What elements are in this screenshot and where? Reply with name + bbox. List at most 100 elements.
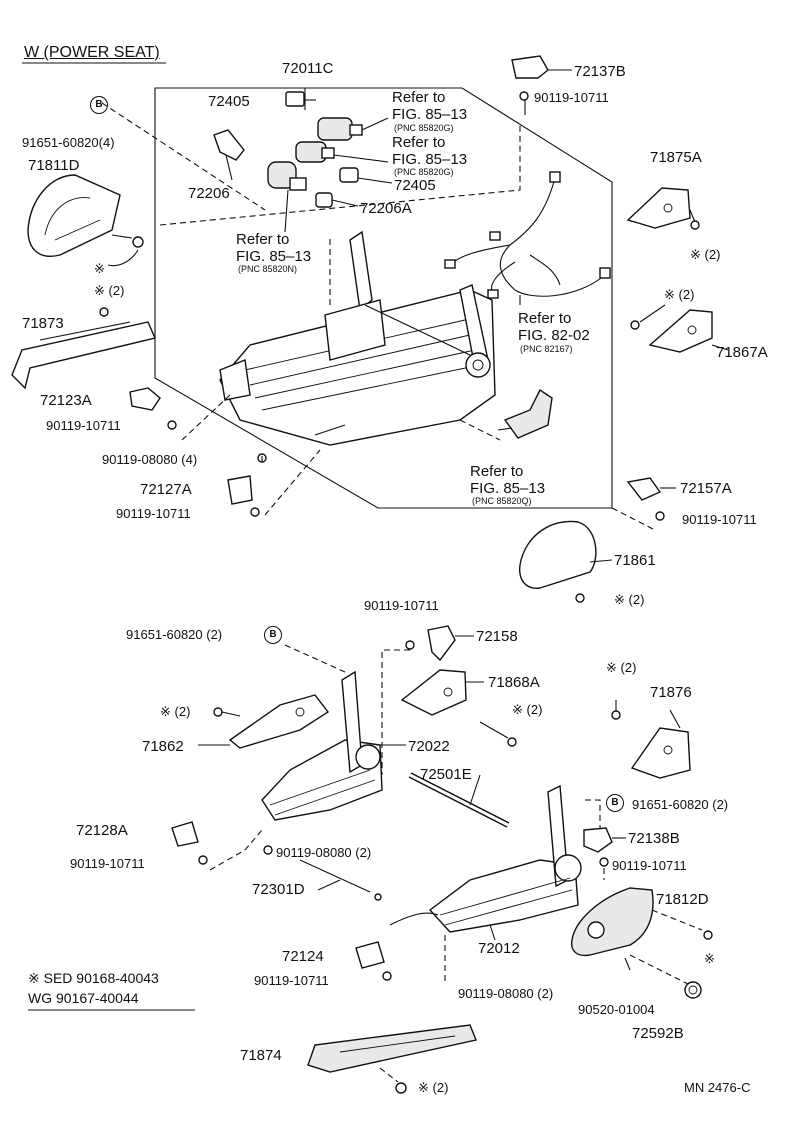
part-90119-10711-a: 90119-10711	[534, 90, 609, 105]
part-71812d: 71812D	[656, 891, 709, 908]
refer-line-1b: Refer to	[392, 134, 446, 151]
rail-cover-71873	[11, 307, 156, 390]
refer-fig-3: FIG. 82-02	[518, 327, 590, 344]
refer-line-2: Refer to	[236, 231, 290, 248]
qty-71867a-bolt: ※ (2)	[664, 287, 695, 302]
qty-71874-bolt: ※ (2)	[418, 1080, 449, 1095]
part-71811d: 71811D	[28, 157, 80, 174]
qty-71861: ※ (2)	[614, 592, 645, 607]
qty-71862-bolt: ※ (2)	[160, 704, 191, 719]
part-72123a: 72123A	[40, 392, 92, 409]
qty-71876-bolt: ※ (2)	[606, 660, 637, 675]
cover-71862	[198, 694, 330, 749]
part-90119-10711-b: 90119-10711	[46, 418, 121, 433]
qty-71868a-bolt: ※ (2)	[512, 702, 543, 717]
qty-71875a: ※ (2)	[690, 247, 721, 262]
rail-cover-71874	[307, 1024, 477, 1094]
refer-pnc-2: (PNC 85820N)	[238, 264, 298, 274]
small-cover-72127a	[227, 453, 267, 517]
part-72137b: 72137B	[574, 63, 626, 80]
bracket-72138b	[583, 827, 626, 880]
cover-71867a	[630, 304, 729, 353]
bolt-upper	[519, 91, 529, 101]
part-71873: 71873	[22, 315, 64, 332]
part-90119-08080-b: 90119-08080 (2)	[276, 845, 372, 860]
part-71861: 71861	[614, 552, 656, 569]
bracket-72157a	[626, 477, 676, 521]
figure-code: MN 2476-C	[684, 1080, 751, 1095]
part-90520-01004: 90520-01004	[578, 1002, 655, 1017]
part-72128a: 72128A	[76, 822, 128, 839]
part-72157a: 72157A	[680, 480, 732, 497]
part-72405-b: 72405	[394, 177, 436, 194]
motor-right	[497, 388, 553, 439]
refer-line-4: Refer to	[470, 463, 524, 480]
part-72405-a: 72405	[208, 93, 250, 110]
part-71862: 71862	[142, 738, 184, 755]
small-cover-72123a	[129, 387, 177, 430]
part-72501e: 72501E	[420, 766, 472, 783]
part-90119-10711-e: 90119-10711	[364, 598, 439, 613]
part-72206a: 72206A	[360, 200, 412, 217]
part-72158: 72158	[476, 628, 518, 645]
part-72301d: 72301D	[252, 881, 305, 898]
callout-b-1: B	[90, 96, 108, 114]
refer-pnc-1a: (PNC 85820G)	[394, 123, 454, 133]
refer-pnc-1b: (PNC 85820G)	[394, 167, 454, 177]
part-90119-08080-a: 90119-08080 (4)	[102, 452, 198, 467]
cover-71868a	[400, 669, 517, 747]
part-91651-60820-b: 91651-60820 (2)	[126, 627, 223, 642]
part-71867a: 71867A	[716, 344, 768, 361]
leader-lines-top	[225, 69, 572, 233]
refer-fig-2: FIG. 85–13	[236, 248, 312, 265]
part-90119-10711-h: 90119-10711	[254, 973, 329, 988]
part-72022: 72022	[408, 738, 450, 755]
small-cover-72128a	[171, 821, 273, 871]
part-91651-60820-a: 91651-60820(4)	[22, 135, 115, 150]
dashed-links-upper	[101, 102, 656, 531]
lower-frame-72022	[261, 644, 406, 821]
refer-line-3: Refer to	[518, 310, 572, 327]
part-72138b: 72138B	[628, 830, 680, 847]
star-71811d: ※	[94, 261, 105, 276]
callout-b-2: B	[264, 626, 282, 644]
part-90119-10711-g: 90119-10711	[612, 858, 687, 873]
refer-fig-1b: FIG. 85–13	[392, 151, 468, 168]
cover-71812d	[571, 887, 713, 999]
refer-pnc-3: (PNC 82167)	[520, 344, 573, 354]
qty-71873-bolt: ※ (2)	[94, 283, 125, 298]
motors-top	[213, 55, 549, 208]
star-71812d: ※	[704, 951, 715, 966]
cover-71875a	[626, 187, 700, 230]
legend-wg: WG 90167-40044	[28, 990, 139, 1006]
callout-b-3: B	[606, 794, 624, 812]
part-71876: 71876	[650, 684, 692, 701]
part-71868a: 71868A	[488, 674, 540, 691]
small-cover-72124	[355, 941, 392, 981]
part-72206: 72206	[188, 185, 230, 202]
cable-72301d	[299, 859, 382, 901]
bracket-72158	[381, 625, 474, 775]
refer-fig-1a: FIG. 85–13	[392, 106, 468, 123]
refer-line-1a: Refer to	[392, 89, 446, 106]
seat-frame-upper	[219, 230, 496, 446]
part-72012: 72012	[478, 940, 520, 957]
legend-sed: ※ SED 90168-40043	[28, 970, 159, 986]
part-71875a: 71875A	[650, 149, 702, 166]
cover-71811d	[27, 174, 144, 267]
part-72124: 72124	[282, 948, 324, 965]
part-90119-08080-c: 90119-08080 (2)	[458, 986, 554, 1001]
lower-frame-72012	[389, 784, 601, 985]
part-90119-10711-d: 90119-10711	[682, 512, 757, 527]
part-91651-60820-c: 91651-60820 (2)	[632, 797, 729, 812]
rod-72501e	[408, 772, 510, 828]
part-72127a: 72127A	[140, 481, 192, 498]
part-71874: 71874	[240, 1047, 282, 1064]
wire-harness	[444, 171, 611, 305]
part-90119-10711-c: 90119-10711	[116, 506, 191, 521]
page-title: W (POWER SEAT)	[24, 44, 160, 61]
part-90119-10711-f: 90119-10711	[70, 856, 145, 871]
part-72011c: 72011C	[282, 60, 334, 77]
